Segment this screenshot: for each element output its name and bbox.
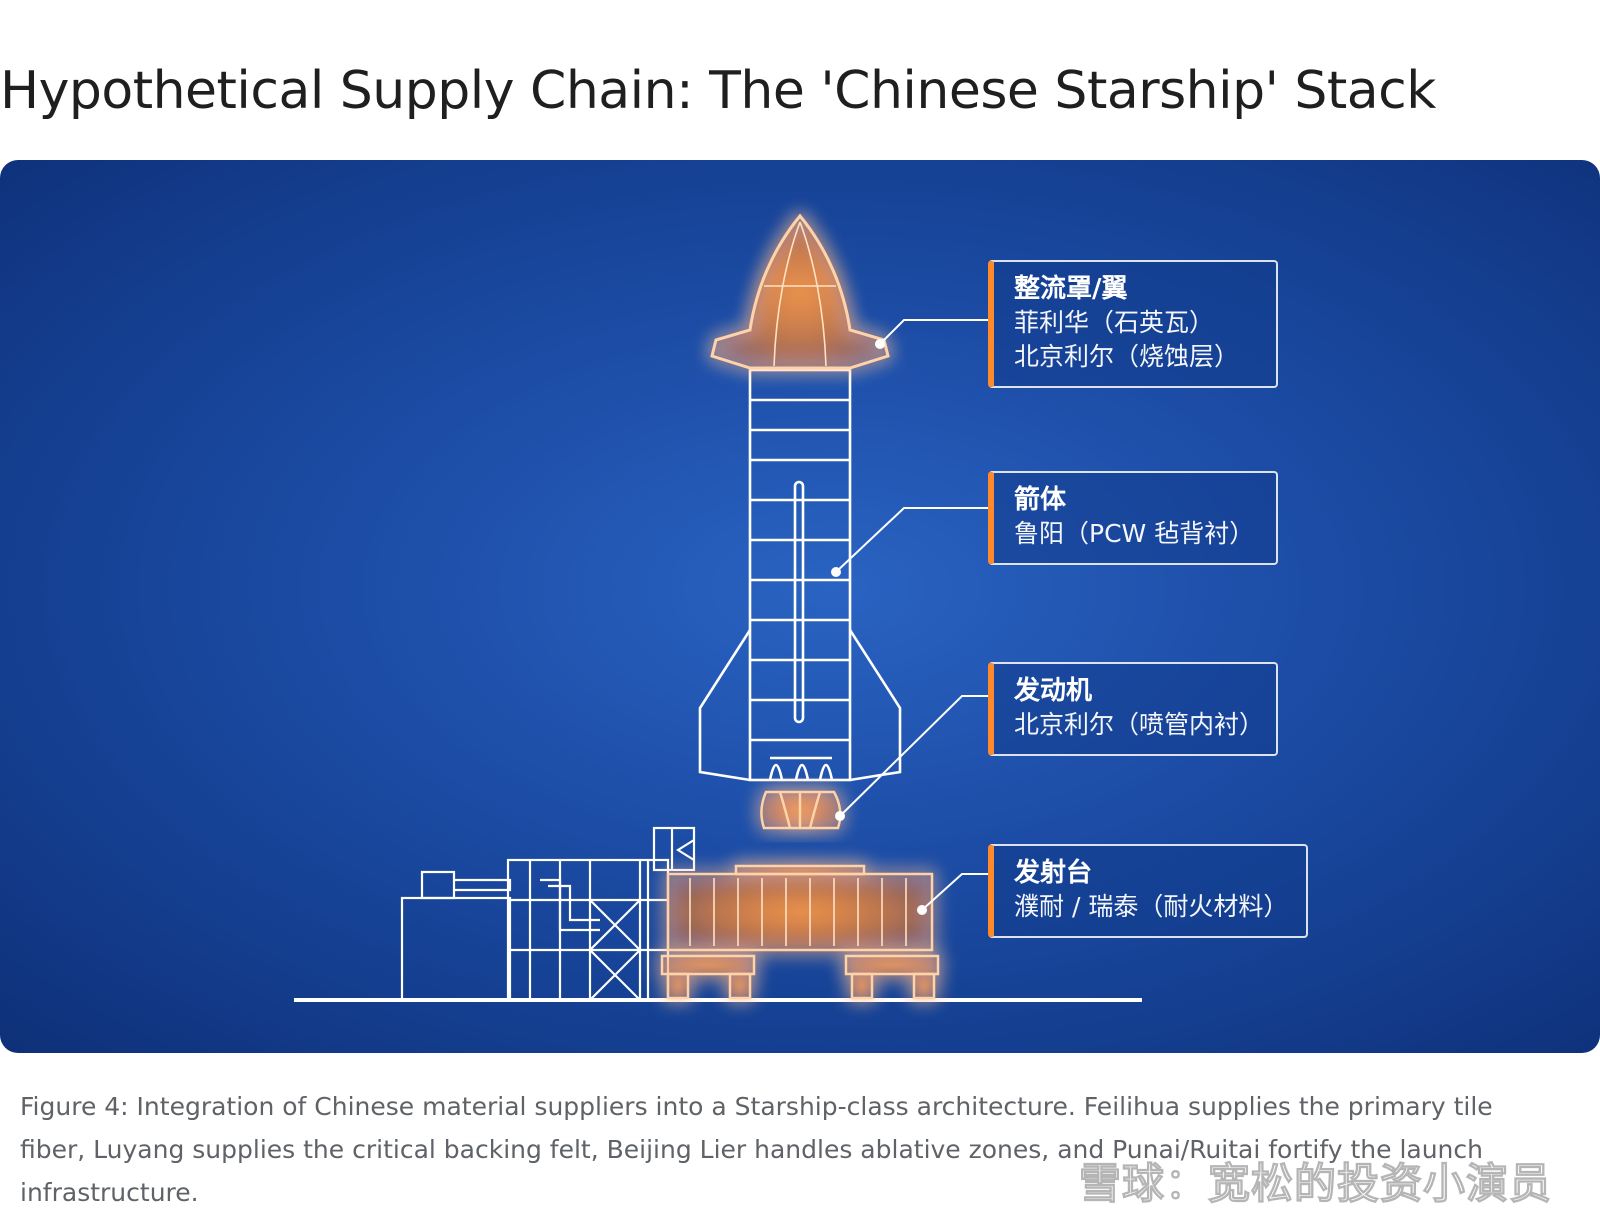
callout-launch-pad: 发射台 濮耐 / 瑞泰（耐火材料） [988,844,1308,938]
callout-rocket-body-title: 箭体 [1014,485,1067,515]
launch-mount [660,864,940,1000]
callout-fairing-title: 整流罩/翼 [1014,274,1128,304]
page-title: Hypothetical Supply Chain: The 'Chinese … [0,61,1436,121]
engine-plume [760,790,842,830]
figure-caption: Figure 4: Integration of Chinese materia… [20,1092,1493,1207]
leader-lines [835,319,990,911]
callout-engine-line-1: 北京利尔（喷管内衬） [1014,710,1265,739]
callout-fairing: 整流罩/翼 菲利华（石英瓦） 北京利尔（烧蚀层） [988,260,1278,388]
callout-launch-pad-title: 发射台 [1014,858,1093,888]
watermark: 雪球：宽松的投资小演员 [1078,1159,1552,1209]
callout-fairing-line-2: 北京利尔（烧蚀层） [1014,342,1240,371]
callout-engine-title: 发动机 [1014,676,1093,706]
diagram-panel: 整流罩/翼 菲利华（石英瓦） 北京利尔（烧蚀层） 箭体 鲁阳（PCW 毡背衬） … [0,160,1600,1053]
launch-mount-ribs [689,878,907,946]
anchor-dots [831,339,927,915]
callout-rocket-body-line-1: 鲁阳（PCW 毡背衬） [1014,519,1255,548]
callout-fairing-line-1: 菲利华（石英瓦） [1014,308,1215,337]
nose-cone-lines [764,221,836,367]
callout-launch-pad-line-1: 濮耐 / 瑞泰（耐火材料） [1014,892,1289,921]
callout-engine: 发动机 北京利尔（喷管内衬） [988,662,1278,756]
callout-rocket-body: 箭体 鲁阳（PCW 毡背衬） [988,471,1278,565]
rocket-diagram [294,213,1142,1002]
rocket-body [698,368,902,782]
launch-tower [400,826,696,1002]
nose-cone [710,213,890,370]
